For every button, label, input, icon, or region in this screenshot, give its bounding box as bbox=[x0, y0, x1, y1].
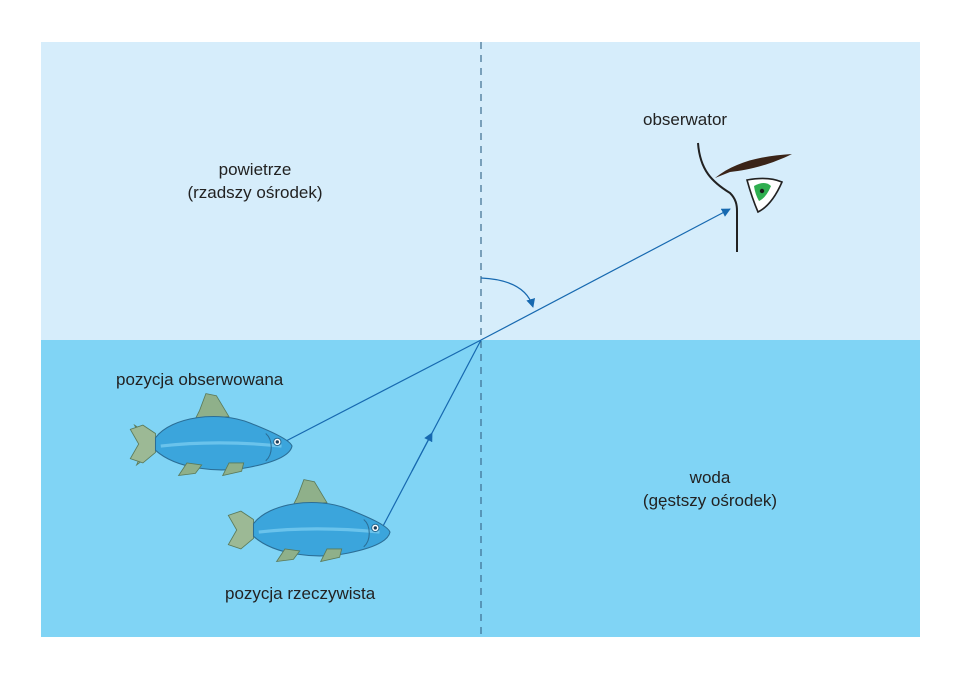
observer-label: obserwator bbox=[643, 110, 728, 129]
eye-icon bbox=[697, 142, 792, 252]
air-label: powietrze (rzadszy ośrodek) bbox=[150, 158, 360, 204]
air-label-line1: powietrze bbox=[218, 160, 292, 179]
fish-icon-observed bbox=[129, 393, 293, 477]
apparent-ray-extension bbox=[285, 339, 482, 442]
refracted-ray-in-air bbox=[480, 208, 731, 341]
real-position-label: pozycja rzeczywista bbox=[225, 584, 376, 603]
water-label: woda (gęstszy ośrodek) bbox=[600, 466, 820, 512]
water-label-line2: (gęstszy ośrodek) bbox=[642, 491, 778, 510]
water-label-line1: woda bbox=[689, 468, 731, 487]
refraction-angle-arc bbox=[480, 277, 536, 308]
real-ray-arrow bbox=[411, 432, 433, 472]
fish-icon-real bbox=[227, 479, 391, 563]
air-label-line2: (rzadszy ośrodek) bbox=[187, 183, 323, 202]
observed-position-label: pozycja obserwowana bbox=[116, 370, 284, 389]
